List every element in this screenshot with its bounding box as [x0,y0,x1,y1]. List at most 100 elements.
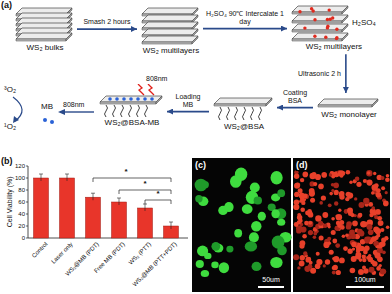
dead-cell [349,181,352,184]
dead-cell [370,260,375,265]
dead-cell [333,265,338,270]
illustration-row [316,96,380,110]
dead-cell [300,226,306,232]
ws2-layer [292,33,348,39]
mb-dot [136,97,140,101]
dead-cell [318,221,323,226]
ws2-layer-edge [16,39,66,41]
ws2-layer-side [342,15,348,23]
ws2-layer-side [156,96,162,104]
ws2-layer [318,99,378,105]
live-cell [270,257,282,268]
live-cell [195,195,202,202]
arrow-head [167,109,173,115]
dead-cell [360,221,366,227]
bsa-chain [235,107,238,120]
tick [26,214,28,215]
dead-cell [380,269,386,275]
acid-dot [335,37,338,40]
live-cell [224,202,233,212]
arrow-head [58,109,65,115]
acid-dot [298,10,301,13]
dead-cell [356,182,361,187]
dead-cell [376,245,379,248]
dead-cell [323,264,326,267]
dead-cell [364,246,369,251]
illustration-row [212,96,274,122]
process-arrow [203,26,287,32]
dead-cell [334,192,337,195]
dead-cell [301,201,305,205]
live-cell [234,229,242,237]
axis-title: Cell Viability (%) [5,177,13,228]
wavelength-label: 808nm [146,75,167,83]
dead-cell [309,188,315,194]
dead-cell [308,221,312,225]
scale-label: 100um [354,276,375,284]
bsa-chain [121,105,124,117]
dead-cell [355,252,361,258]
acid-dot [326,26,329,29]
ws2-layer [142,15,198,21]
ws2-layer [100,96,162,102]
dead-cell [355,177,360,182]
live-cell [251,221,261,232]
dead-cell [358,269,364,275]
dead-cell [310,198,315,203]
dead-cell [319,235,324,240]
ws2-layer-edge [142,42,192,44]
ws2-layer [142,29,198,35]
step-label: Ultrasonic 2 h [297,70,342,78]
dead-cell [316,259,322,265]
dead-cell [323,223,328,228]
live-cell [258,212,266,221]
significance-mark: * [143,180,146,189]
dead-cell [362,266,366,270]
tick [26,166,28,167]
bsa-chain [259,107,262,120]
live-cell [242,204,253,214]
dead-cell [310,173,316,179]
dead-cell [293,204,299,210]
live-cell [277,189,285,197]
wavelength-label: 808nm [63,101,84,109]
dead-cell [328,242,331,245]
acid-dot [331,16,334,19]
ws2-layer [214,98,272,104]
bsa-chain [145,105,148,117]
acid-dot [312,9,315,12]
dead-cell [347,207,353,213]
dead-cell [363,198,369,204]
ws2-layer [292,24,348,30]
ws2-layer-side [192,36,198,44]
bsa-chain [129,105,132,117]
bsa-chain [105,105,108,117]
stage-label: WS₂ bulks [27,43,64,52]
significance-bracket [93,178,171,182]
live-cell [245,241,257,251]
tick [26,238,28,239]
scale-label: 50um [262,276,280,284]
stage-label: WS₂ multilayers [143,46,199,55]
step-label: Smash 2 hours [82,18,131,26]
panel-letter: (b) [1,157,13,167]
bar [34,178,49,238]
live-cell [277,219,285,226]
dead-cell [357,229,363,235]
significance-bracket [145,200,171,204]
step-label: Coating BSA [279,89,311,105]
dead-cell [377,256,383,262]
material-stage: H₂SO₄WS₂ multilayers [290,4,376,51]
dead-cell [329,250,334,255]
dead-cell [336,270,341,275]
tick-label: 40 [18,211,25,218]
dead-cell [375,209,381,215]
tick-label: 60 [18,199,25,206]
dead-cell [304,266,310,272]
mb-dot [43,118,47,122]
dead-cell [349,230,355,236]
bsa-chain [219,107,222,120]
dead-cell [333,182,339,188]
significance-mark: * [124,168,127,177]
dead-cell [334,201,338,205]
